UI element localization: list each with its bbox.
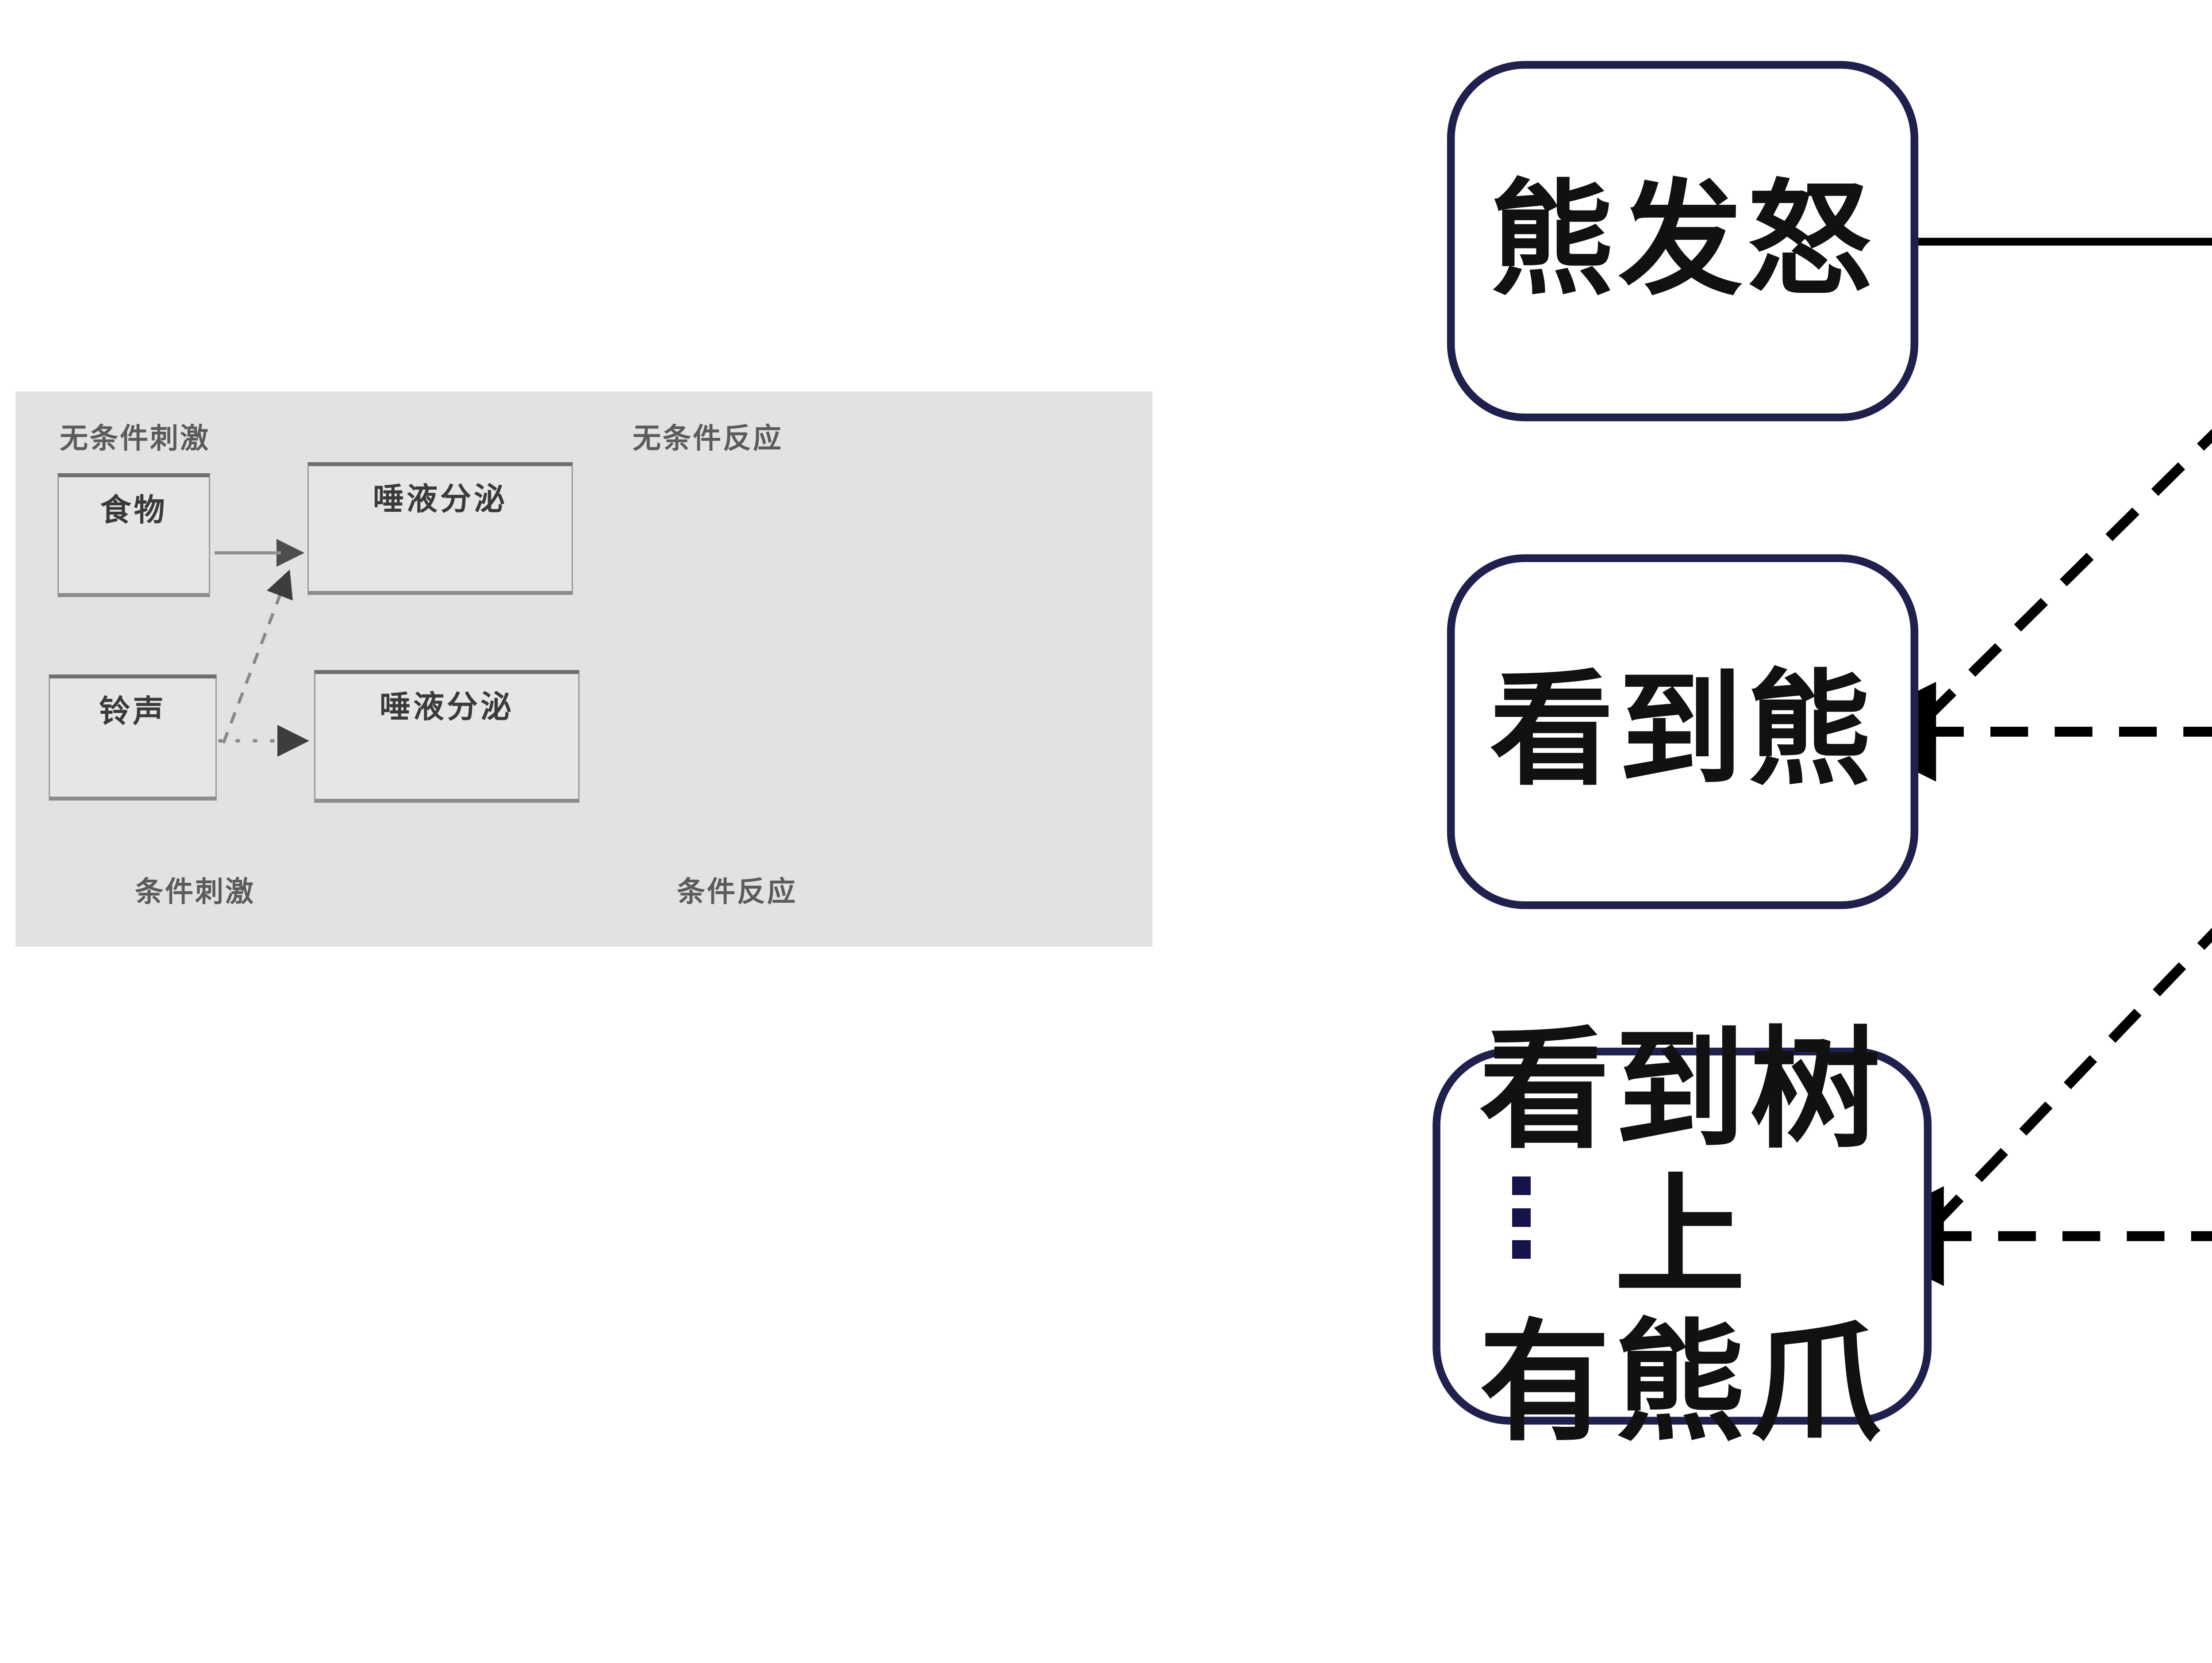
rl-box-see-bear: 看到熊 (1447, 554, 1919, 909)
pavlov-box-salivation-top-label: 唾液分泌 (373, 481, 507, 517)
rl-edge-see-bear-to-reward (1922, 429, 2212, 722)
pavlov-box-bell-label: 铃声 (99, 693, 166, 729)
rl-box-bear-angry: 熊发怒 (1447, 61, 1919, 421)
rl-box-see-bear-label: 看到熊 (1490, 659, 1876, 803)
pavlov-box-food-label: 食物 (100, 492, 168, 528)
label-conditioned-response: 条件反应 (677, 876, 797, 908)
rl-box-see-bear-claw-label-line1: 看到树上 (1479, 1013, 1885, 1313)
ellipsis-dot (1512, 1176, 1531, 1195)
pavlov-box-bell: 铃声 (49, 674, 217, 801)
label-unconditioned-stimulus: 无条件刺激 (60, 422, 210, 455)
rl-box-bear-angry-label: 熊发怒 (1490, 168, 1876, 313)
pavlov-box-salivation-top: 唾液分泌 (307, 462, 573, 595)
pavlov-arrow-bell-diagonal-dashed (222, 569, 293, 744)
ellipsis-dot (1512, 1240, 1531, 1259)
pavlov-box-salivation-bottom-label: 唾液分泌 (380, 689, 514, 725)
pavlov-box-salivation-bottom: 唾液分泌 (314, 670, 580, 803)
pavlov-arrows (215, 539, 309, 757)
diagram-canvas: 无条件刺激 无条件反应 条件刺激 条件反应 食物 铃声 唾液分泌 唾液分泌 (15, 0, 2212, 1456)
pavlov-box-food: 食物 (58, 473, 210, 597)
rl-box-see-bear-claw-label-line2: 有熊爪 (1479, 1306, 1885, 1459)
rl-value-propagation-diagram: 熊发怒 看到熊 看到树上 有熊爪 奖励 V(s′) V(s) (1305, 0, 2212, 1456)
ellipsis-dot (1512, 1208, 1531, 1227)
classical-conditioning-panel: 无条件刺激 无条件反应 条件刺激 条件反应 食物 铃声 唾液分泌 唾液分泌 (15, 391, 1152, 946)
rl-edge-claw-to-v-s-prime (1930, 927, 2212, 1229)
rl-edges (1836, 238, 2212, 1286)
label-unconditioned-response: 无条件反应 (633, 422, 783, 455)
vertical-ellipsis-left (1512, 1176, 1531, 1259)
rl-box-see-bear-claw: 看到树上 有熊爪 (1432, 1016, 1932, 1456)
label-conditioned-stimulus: 条件刺激 (135, 876, 255, 908)
